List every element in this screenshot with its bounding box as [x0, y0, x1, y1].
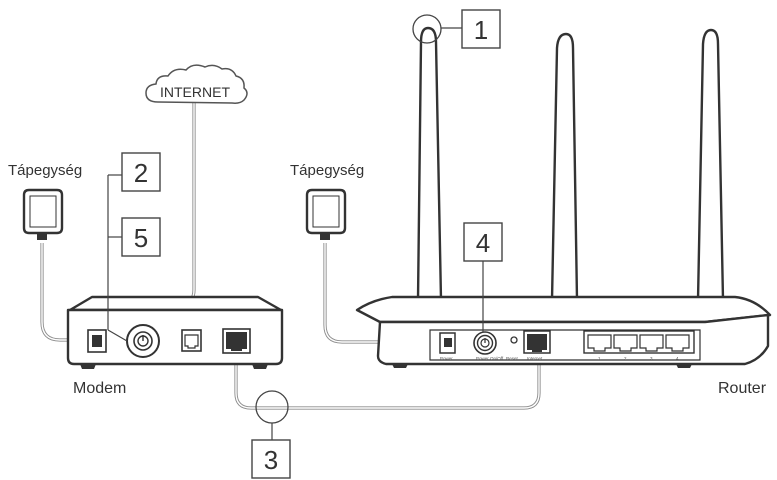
callout-step-1-number: 1 — [474, 15, 488, 45]
callout-step-4-number: 4 — [476, 228, 490, 258]
power-adapter-right-icon — [305, 188, 347, 240]
router-lan2-label: 2 — [624, 356, 627, 361]
internet-cable — [189, 102, 196, 328]
router-power-port[interactable]: Power — [439, 332, 456, 361]
router-antenna-right — [696, 28, 725, 302]
callout-step-4: 4 — [463, 222, 503, 332]
router-power-button[interactable]: Power On/Off — [473, 331, 504, 361]
power-adapter-left-icon — [22, 188, 64, 240]
router-lan-port[interactable] — [587, 334, 612, 352]
modem-label: Modem — [73, 380, 126, 397]
callout-step-5: 5 — [108, 217, 161, 257]
callout-step-2-number: 2 — [134, 158, 148, 188]
modem — [66, 295, 284, 369]
router-back-panel — [376, 313, 770, 366]
router-lan-port[interactable] — [613, 334, 638, 352]
router-lan-port[interactable] — [639, 334, 664, 352]
router-reset-button[interactable]: Reset — [506, 336, 519, 361]
router-power-button-label: Power On/Off — [476, 356, 504, 361]
modem-dsl-port[interactable] — [181, 329, 202, 352]
router-internet-port[interactable]: Internet — [523, 330, 551, 361]
router-antenna-left — [416, 26, 443, 302]
router-lan-ports: 1 2 3 4 — [583, 330, 695, 361]
router-lan4-label: 4 — [676, 356, 679, 361]
modem-power-port[interactable] — [87, 329, 107, 353]
router-internet-port-label: Internet — [527, 356, 543, 361]
ethernet-cable — [234, 352, 541, 410]
router-antenna-middle — [550, 32, 579, 302]
power-adapter-left-label: Tápegység — [8, 162, 82, 179]
power-adapter-right-label: Tápegység — [290, 162, 364, 179]
internet-cloud-icon: INTERNET — [145, 64, 248, 104]
router-power-port-label: Power — [440, 356, 453, 361]
callout-step-3-number: 3 — [264, 445, 278, 475]
router-power-cable — [323, 243, 445, 344]
router-top — [355, 295, 772, 324]
internet-label: INTERNET — [160, 84, 230, 100]
modem-top — [68, 295, 283, 312]
modem-lan-port[interactable] — [222, 328, 251, 354]
router: Power Power On/Off Reset Internet — [355, 26, 772, 368]
callout-step-3: 3 — [251, 390, 291, 479]
router-lan3-label: 3 — [650, 356, 653, 361]
router-reset-label: Reset — [506, 356, 519, 361]
callout-step-5-number: 5 — [134, 223, 148, 253]
modem-power-button[interactable] — [126, 324, 160, 358]
router-lan-port[interactable] — [665, 334, 690, 352]
modem-power-cable — [40, 243, 92, 342]
router-label: Router — [718, 380, 767, 397]
callout-step-2: 2 — [107, 152, 161, 342]
callout-step-1: 1 — [412, 9, 501, 49]
router-lan1-label: 1 — [598, 356, 601, 361]
